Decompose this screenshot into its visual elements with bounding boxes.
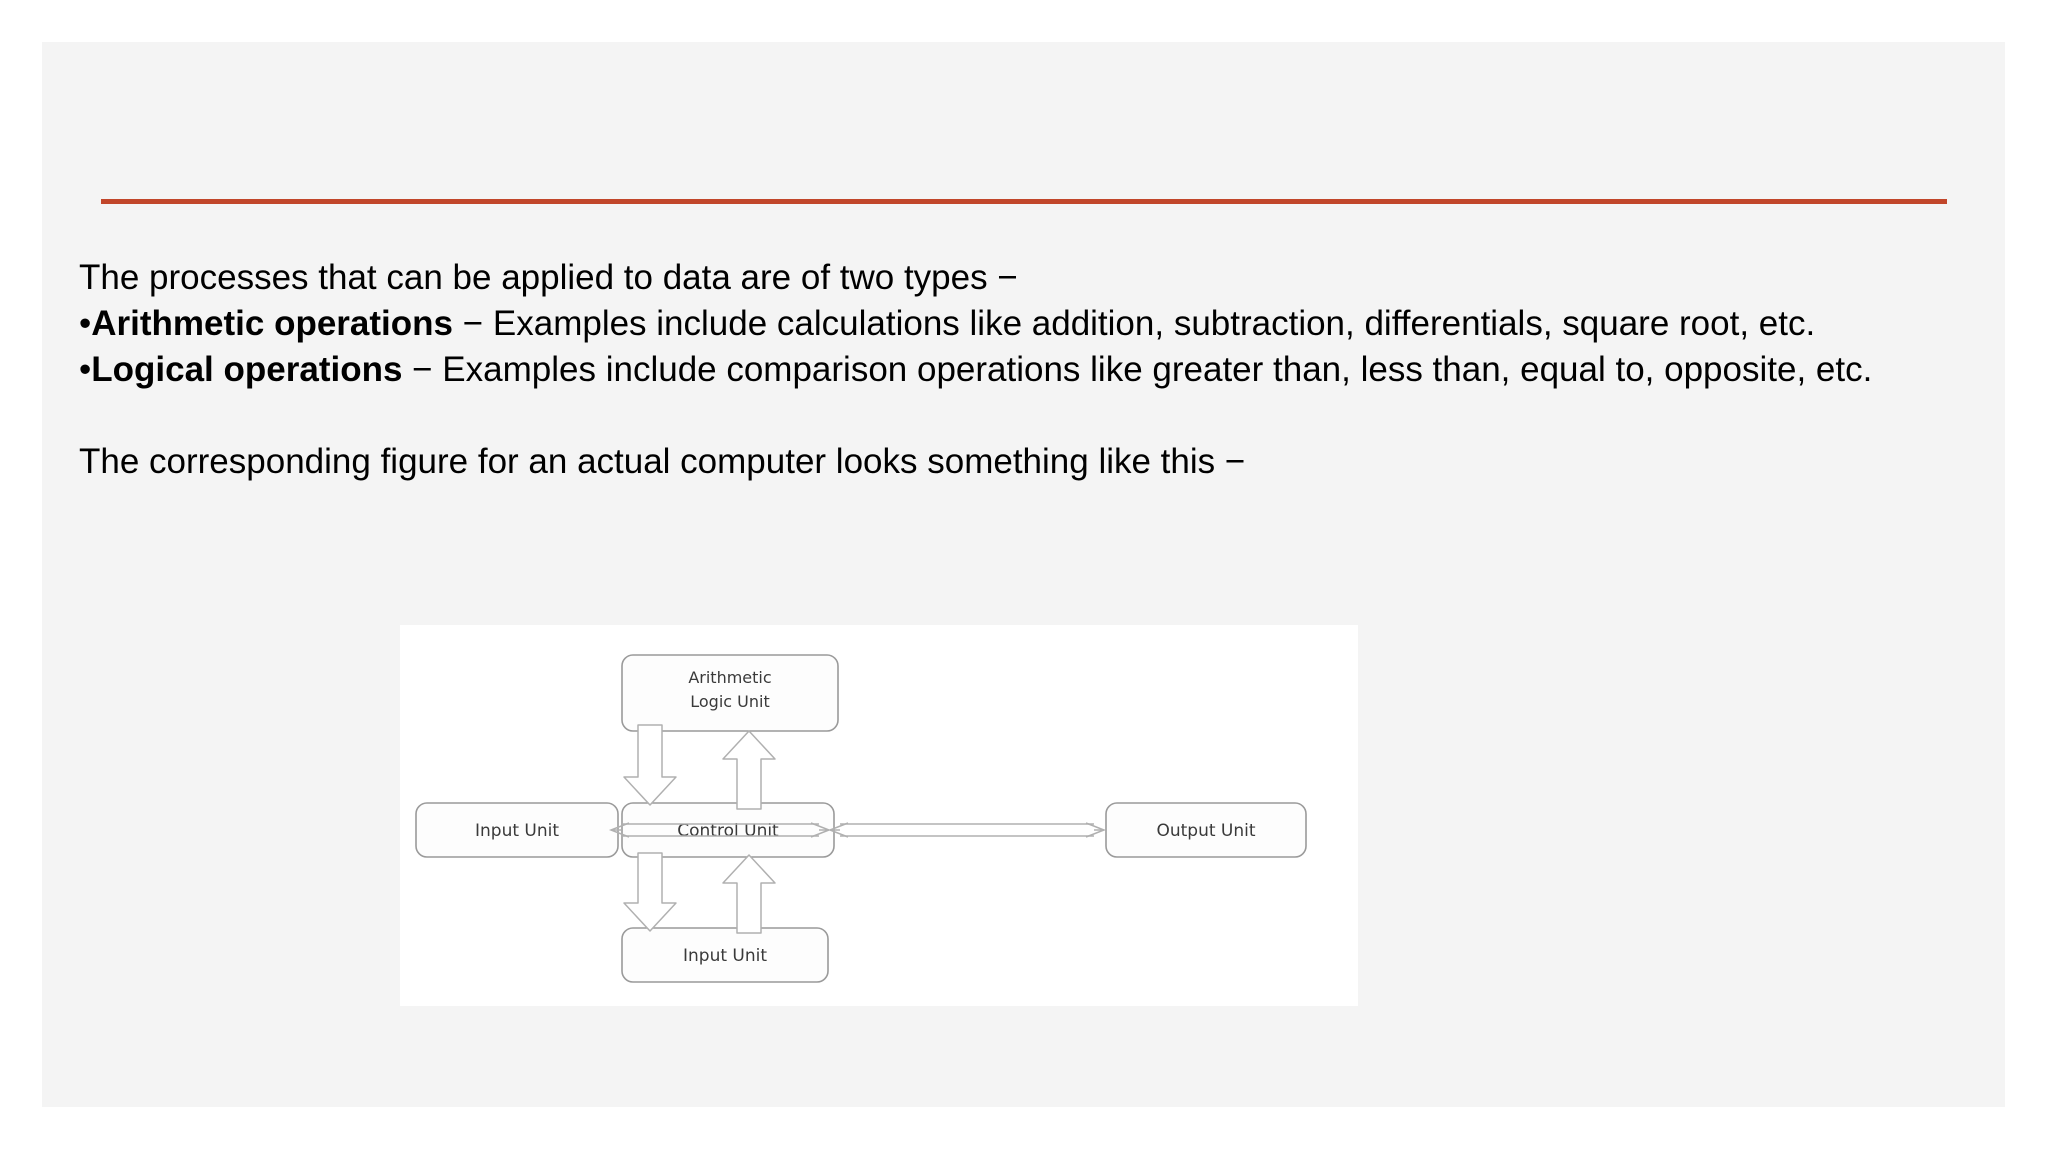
paragraph-spacer — [79, 393, 1949, 439]
closing-line: The corresponding figure for an actual c… — [79, 442, 1246, 481]
node-input-unit-left[interactable]: Input Unit — [415, 802, 619, 858]
bullet-logical-term: Logical operations — [91, 350, 403, 389]
alu-label-line1: Arithmetic — [688, 668, 771, 687]
node-control-unit[interactable]: Control Unit — [621, 802, 835, 858]
arrow-control-output — [827, 822, 1107, 838]
node-input-unit-bottom[interactable]: Input Unit — [621, 927, 829, 983]
arrow-control-to-input-bottom — [623, 852, 677, 932]
node-arithmetic-logic-unit[interactable]: Arithmetic Logic Unit — [621, 654, 839, 732]
slide-body-text: The processes that can be applied to dat… — [79, 255, 1949, 485]
arrow-control-to-alu — [722, 730, 776, 810]
input-left-label: Input Unit — [475, 821, 559, 841]
node-output-unit[interactable]: Output Unit — [1105, 802, 1307, 858]
bullet-marker-1: • — [79, 304, 92, 343]
title-divider-rule — [101, 199, 1947, 204]
bullet-arithmetic: •Arithmetic operations − Examples includ… — [79, 301, 1949, 347]
input-bottom-label: Input Unit — [683, 946, 767, 966]
input-bottom-box — [621, 927, 829, 983]
arrow-alu-to-control — [623, 724, 677, 806]
bullet-logical: •Logical operations − Examples include c… — [79, 347, 1949, 393]
alu-label-line2: Logic Unit — [690, 692, 769, 711]
bullet-logical-detail: − Examples include comparison operations… — [402, 350, 1873, 389]
arrow-input-bottom-to-control — [722, 854, 776, 934]
intro-line: The processes that can be applied to dat… — [79, 258, 1018, 297]
alu-box — [621, 654, 839, 732]
slide-canvas: The processes that can be applied to dat… — [42, 42, 2005, 1107]
bullet-arithmetic-term: Arithmetic operations — [91, 304, 453, 343]
computer-block-diagram: .bx { fill:#fdfdfd; stroke:#9a9a9a; stro… — [415, 654, 1307, 983]
bullet-marker-2: • — [79, 350, 92, 389]
output-unit-label: Output Unit — [1156, 821, 1255, 841]
block-diagram-panel: .bx { fill:#fdfdfd; stroke:#9a9a9a; stro… — [400, 625, 1358, 1006]
bullet-arithmetic-detail: − Examples include calculations like add… — [453, 304, 1816, 343]
